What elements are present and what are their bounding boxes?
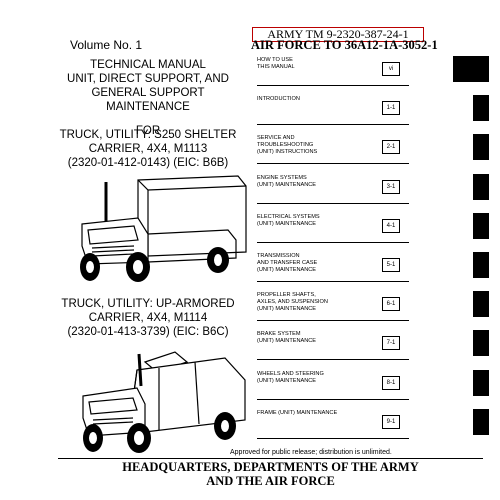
- volume-number: Volume No. 1: [70, 38, 143, 52]
- shelter-carrier-truck-illustration: [80, 175, 247, 282]
- toc-entry-label-line: (UNIT) MAINTENANCE: [257, 181, 317, 188]
- toc-entry[interactable]: ENGINE SYSTEMS(UNIT) MAINTENANCE 3-1: [257, 172, 489, 204]
- toc-divider: [257, 163, 409, 165]
- toc-divider: [257, 85, 409, 86]
- toc-entry[interactable]: INTRODUCTION 1-1: [257, 93, 489, 126]
- toc-page-number: 3-1: [382, 179, 400, 194]
- toc-entry-label-line: (UNIT) INSTRUCTIONS: [257, 149, 318, 156]
- toc-page-number: 6-1: [382, 297, 400, 312]
- thumb-index-tab: [473, 408, 489, 435]
- toc-page-number: 2-1: [382, 140, 400, 155]
- toc-entry-label-line: FRAME (UNIT) MAINTENANCE: [257, 409, 338, 416]
- toc-entry-label: INTRODUCTION: [257, 96, 375, 103]
- distribution-statement: Approved for public release; distributio…: [230, 449, 392, 456]
- toc-entry-label-line: TROUBLESHOOTING: [257, 142, 314, 149]
- thumb-index-tab: [453, 56, 489, 82]
- toc-entry-label-line: (UNIT) MAINTENANCE: [257, 267, 317, 273]
- manual-title-line: TECHNICAL MANUAL: [90, 59, 206, 71]
- truck-m1113-title: TRUCK, UTILITY: S250 SHELTER CARRIER, 4X…: [58, 128, 238, 170]
- toc-entry[interactable]: PROPELLER SHAFTS,AXLES, AND SUSPENSION(U…: [257, 289, 489, 322]
- toc-entry-label: ENGINE SYSTEMS(UNIT) MAINTENANCE: [257, 175, 375, 189]
- truck-title-line: TRUCK, UTILITY: S250 SHELTER: [59, 129, 237, 141]
- toc-divider: [257, 437, 409, 439]
- toc-entry-label-line: INTRODUCTION: [257, 96, 300, 103]
- thumb-index-tab: [473, 95, 489, 122]
- toc-entry-label-line: HOW TO USE: [257, 57, 293, 63]
- up-armored-carrier-illustration: [82, 351, 246, 453]
- toc-page-number: 7-1: [382, 336, 400, 351]
- airforce-to-number: AIR FORCE TO 36A12-1A-3052-1: [251, 38, 438, 52]
- toc-entry-label-line: ELECTRICAL SYSTEMS: [257, 213, 320, 220]
- toc-entry-label-line: (UNIT) MAINTENANCE: [257, 377, 317, 384]
- toc-entry-label: ELECTRICAL SYSTEMS(UNIT) MAINTENANCE: [257, 214, 375, 228]
- toc-divider: [257, 398, 409, 400]
- thumb-index-tab: [473, 369, 489, 396]
- truck-title-line: CARRIER, 4X4, M1113: [88, 143, 208, 155]
- toc-entry[interactable]: BRAKE SYSTEM(UNIT) MAINTENANCE 7-1: [257, 328, 489, 361]
- toc-divider: [257, 202, 409, 204]
- toc-entry-label-line: AND TRANSFER CASE: [257, 260, 318, 266]
- toc-entry-label: FRAME (UNIT) MAINTENANCE: [257, 410, 375, 417]
- toc-page-number: 1-1: [382, 101, 400, 116]
- manual-title-line: FOR: [135, 125, 161, 137]
- toc-entry-label-line: (UNIT) MAINTENANCE: [257, 220, 317, 227]
- thumb-index-tab: [473, 330, 489, 357]
- toc-entry-label-line: AXLES, AND SUSPENSION: [257, 299, 328, 306]
- toc-entry-label: BRAKE SYSTEM(UNIT) MAINTENANCE: [257, 331, 375, 345]
- toc-divider: [257, 124, 409, 126]
- headquarters-footer: HEADQUARTERS, DEPARTMENTS OF THE ARMY AN…: [58, 460, 483, 488]
- manual-title: TECHNICAL MANUAL UNIT, DIRECT SUPPORT, A…: [58, 58, 238, 138]
- army-tm-number: ARMY TM 9-2320-387-24-1: [252, 27, 424, 42]
- toc-entry-label-line: BRAKE SYSTEM: [257, 331, 301, 338]
- thumb-index-tab: [473, 291, 489, 318]
- headquarters-line: HEADQUARTERS, DEPARTMENTS OF THE ARMY: [122, 460, 419, 474]
- toc-entry-label-line: PROPELLER SHAFTS,: [257, 292, 316, 299]
- thumb-index-tab: [473, 212, 489, 239]
- thumb-index-tab: [473, 173, 489, 200]
- toc-entry-label-line: WHEELS AND STEERING: [257, 370, 324, 377]
- headquarters-line: AND THE AIR FORCE: [206, 474, 335, 488]
- toc-page-number: vi: [382, 62, 400, 76]
- thumb-index-tab: [473, 252, 489, 278]
- toc-divider: [257, 359, 409, 361]
- toc-entry-label-line: ENGINE SYSTEMS: [257, 174, 307, 181]
- toc-page-number: 4-1: [382, 218, 400, 233]
- thumb-index-tab: [473, 134, 489, 161]
- truck-title-line: (2320-01-412-0143) (EIC: B6B): [67, 157, 229, 169]
- toc-entry[interactable]: ELECTRICAL SYSTEMS(UNIT) MAINTENANCE 4-1: [257, 211, 489, 243]
- toc-entry[interactable]: FRAME (UNIT) MAINTENANCE 9-1: [257, 407, 489, 439]
- toc-entry-label-line: (UNIT) MAINTENANCE: [257, 338, 317, 345]
- toc-entry-label: PROPELLER SHAFTS,AXLES, AND SUSPENSION(U…: [257, 292, 375, 313]
- truck-title-line: CARRIER, 4X4, M1114: [88, 312, 208, 324]
- toc-page-number: 5-1: [382, 258, 400, 272]
- toc-divider: [257, 241, 409, 243]
- toc-entry[interactable]: WHEELS AND STEERING(UNIT) MAINTENANCE 8-1: [257, 368, 489, 400]
- toc-divider: [257, 281, 409, 282]
- manual-title-line: UNIT, DIRECT SUPPORT, AND: [67, 73, 229, 85]
- footer-divider: [58, 458, 483, 459]
- toc-divider: [257, 320, 409, 322]
- toc-entry-label-line: SERVICE AND: [257, 135, 295, 142]
- truck-title-line: TRUCK, UTILITY: UP-ARMORED: [61, 298, 235, 310]
- manual-title-line: GENERAL SUPPORT MAINTENANCE: [91, 87, 205, 113]
- truck-title-line: (2320-01-413-3739) (EIC: B6C): [67, 326, 229, 338]
- toc-entry-label-line: THIS MANUAL: [257, 64, 295, 70]
- toc-entry-label-line: (UNIT) MAINTENANCE: [257, 306, 317, 313]
- truck-m1114-title: TRUCK, UTILITY: UP-ARMORED CARRIER, 4X4,…: [58, 297, 238, 339]
- toc-page-number: 9-1: [382, 414, 400, 429]
- toc-page-number: 8-1: [382, 375, 400, 390]
- toc-entry-label-line: TRANSMISSION: [257, 253, 300, 259]
- toc-entry-label: WHEELS AND STEERING(UNIT) MAINTENANCE: [257, 371, 375, 385]
